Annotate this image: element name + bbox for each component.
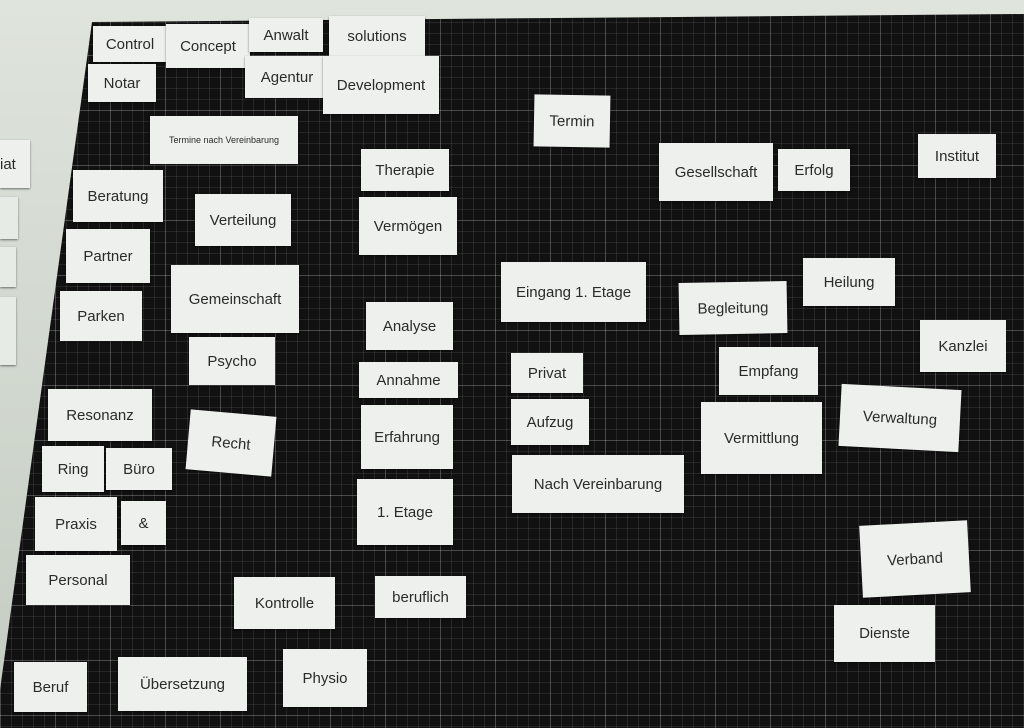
word-card: Beruf [14,662,87,712]
word-card: Agentur [245,56,329,98]
word-card: Beratung [73,170,163,222]
word-card: Analyse [366,302,453,350]
word-card: Psycho [189,337,275,385]
word-card: Ring [42,446,104,492]
word-card: Development [323,56,439,114]
word-card: Heilung [803,258,895,306]
word-card: Control [93,26,167,62]
word-card: Erfahrung [361,405,453,469]
word-card: Gesellschaft [659,143,773,201]
word-card: Verwaltung [838,383,962,453]
word-card: Praxis [35,497,117,551]
word-card: Begleitung [678,281,788,335]
word-card: Personal [26,555,130,605]
word-card: Vermittlung [701,402,822,474]
word-card: Aufzug [511,399,589,445]
word-card: Therapie [361,149,449,191]
word-card: Physio [283,649,367,707]
word-card: Institut [918,134,996,178]
word-card: 1. Etage [357,479,453,545]
word-card: Annahme [359,362,458,398]
edge-card [0,297,16,365]
word-card: Kontrolle [234,577,335,629]
edge-card [0,197,18,239]
word-card: Verband [859,520,971,598]
word-card: iat [0,140,30,188]
word-card: Concept [166,24,250,68]
word-card: Empfang [719,347,818,395]
word-card: Recht [185,409,277,477]
word-card: Gemeinschaft [171,265,299,333]
word-card: Anwalt [249,18,323,52]
edge-card [0,247,16,287]
word-card: Notar [88,64,156,102]
word-card: Nach Vereinbarung [512,455,684,513]
word-card: beruflich [375,576,466,618]
word-card: Termin [533,94,611,148]
word-card: Übersetzung [118,657,247,711]
word-card: Dienste [834,605,935,662]
word-card: solutions [329,16,425,56]
word-card: Büro [106,448,172,490]
word-card: Parken [60,291,142,341]
word-card: Resonanz [48,389,152,441]
word-card: Partner [66,229,150,283]
word-card: Termine nach Vereinbarung [150,116,298,164]
word-card: Privat [511,353,583,393]
word-card: Eingang 1. Etage [501,262,646,322]
word-card: Vermögen [359,197,457,255]
word-card: Kanzlei [920,320,1006,372]
word-card: Verteilung [195,194,291,246]
word-card: Erfolg [778,149,850,191]
word-card: & [121,501,166,545]
